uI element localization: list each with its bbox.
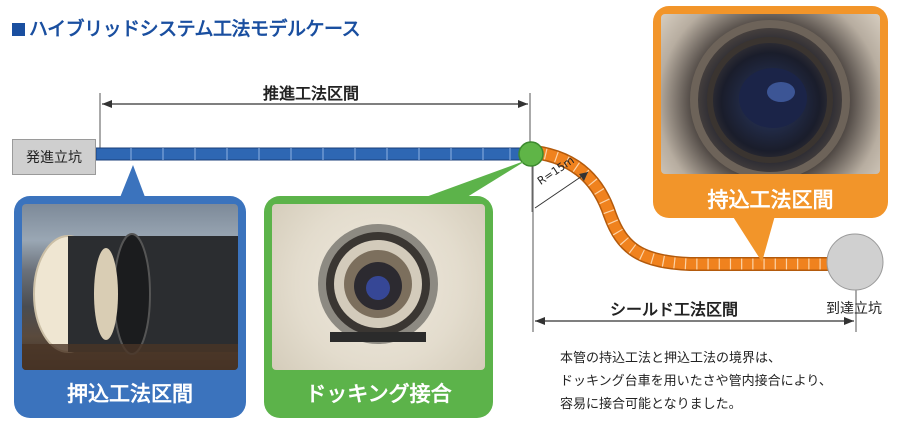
push-in-label: 押込工法区間 [67,382,193,406]
bring-in-pointer [730,212,776,262]
shield-dim-arrow-right [844,317,854,325]
docking-node [518,141,544,167]
shield-dim-arrow-left [535,317,545,325]
bring-in-callout: 持込工法区間 [653,6,888,218]
propulsion-dim-arrow-right [518,100,528,108]
title-square-icon [12,23,25,36]
push-in-photo [22,204,238,370]
push-in-pointer [117,165,148,205]
shield-pipe [533,146,850,270]
push-in-callout: 押込工法区間 [14,196,246,418]
propulsion-section-label: 推進工法区間 [263,84,360,103]
docking-callout: ドッキング接合 [264,196,493,418]
shield-section-label: シールド工法区間 [610,300,739,319]
propulsion-pipe-segments [130,148,511,160]
title-text: ハイブリッドシステム工法モデルケース [29,18,361,40]
description-line-3: 容易に接合可能となりました。 [560,397,742,412]
description-line-2: ドッキング台車を用いたさや管内接合により、 [560,374,832,389]
radius-arrow [579,172,588,181]
propulsion-dim-arrow-left [102,100,112,108]
diagram-title: ハイブリッドシステム工法モデルケース [12,14,361,41]
description-line-1: 本管の持込工法と押込工法の境界は、 [560,351,782,366]
goal-shaft [826,233,884,291]
bring-in-label: 持込工法区間 [707,188,834,212]
propulsion-pipe [95,147,529,161]
description: 本管の持込工法と押込工法の境界は、 ドッキング台車を用いたさや管内接合により、 … [560,347,832,416]
start-shaft: 発進立坑 [12,139,96,175]
bring-in-photo [661,14,880,174]
radius-line [534,171,589,209]
goal-shaft-label: 到達立坑 [826,301,882,317]
docking-label: ドッキング接合 [305,382,452,406]
docking-photo [272,204,485,370]
